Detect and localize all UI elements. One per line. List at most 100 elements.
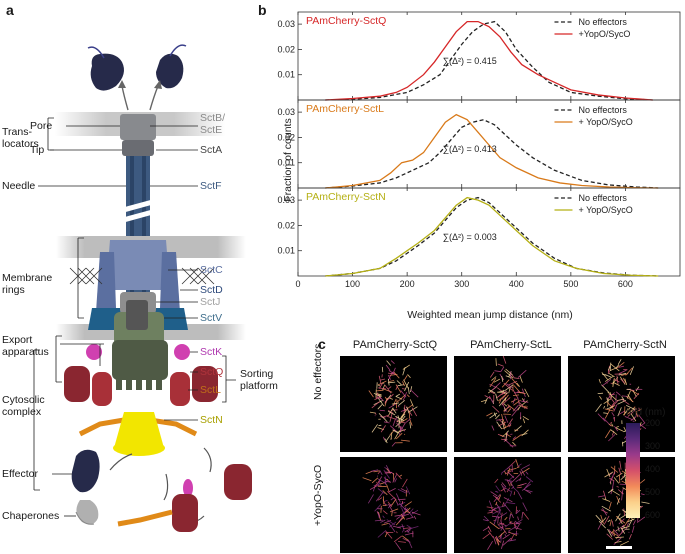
track-segment — [378, 375, 382, 385]
track-segment — [500, 487, 506, 492]
track-segment — [383, 499, 388, 503]
track-segment — [504, 479, 512, 482]
track-segment — [515, 509, 521, 515]
track-segment — [606, 397, 609, 402]
track-segment — [398, 503, 408, 512]
x-tick-label-1: 100 — [345, 279, 360, 289]
track-segment — [381, 366, 384, 373]
track-segment — [502, 537, 512, 546]
track-segment — [614, 425, 619, 432]
track-segment — [395, 393, 401, 397]
track-segment — [621, 480, 627, 484]
series-line-1-0 — [325, 119, 659, 189]
track-segment — [506, 467, 511, 476]
track-segment — [607, 366, 611, 371]
track-segment — [521, 464, 530, 470]
track-segment — [482, 526, 490, 532]
subplot-title-2: PAmCherry-SctN — [306, 191, 386, 203]
sctk-right — [174, 344, 190, 360]
track-segment — [630, 389, 640, 396]
track-segment — [609, 367, 616, 371]
track-segment — [386, 468, 391, 474]
subplot-title-1: PAmCherry-SctL — [306, 103, 384, 115]
track-segment — [377, 529, 387, 538]
track-segment — [508, 386, 511, 394]
track-segment — [401, 507, 406, 517]
track-segment — [389, 521, 397, 528]
track-segment — [508, 531, 518, 536]
y-tick-label-0-0: 0.01 — [277, 70, 295, 80]
track-segment — [392, 525, 402, 529]
track-segment — [517, 463, 522, 467]
track-segment — [404, 507, 411, 514]
track-segment — [384, 532, 388, 538]
track-segment — [519, 470, 523, 476]
track-segment — [391, 442, 396, 447]
track-segment — [616, 486, 619, 488]
track-segment — [610, 429, 618, 436]
track-segment — [385, 364, 391, 371]
track-segment — [613, 379, 620, 383]
track-segment — [393, 535, 403, 543]
colorbar-tick-500: 500 — [645, 487, 661, 497]
track-segment — [398, 541, 406, 543]
track-segment — [510, 522, 514, 525]
track-segment — [388, 488, 396, 493]
track-segment — [522, 415, 529, 421]
track-segment — [623, 508, 625, 516]
track-segment — [507, 418, 513, 427]
track-segment — [391, 402, 400, 405]
track-segment — [389, 374, 398, 376]
track-segment — [492, 536, 497, 545]
track-segment — [520, 467, 530, 474]
track-segment — [398, 429, 406, 433]
label-sctd: SctD — [200, 284, 223, 296]
track-segment — [382, 515, 385, 519]
track-segment — [621, 526, 630, 530]
track-segment — [377, 479, 381, 487]
track-segment — [376, 475, 379, 477]
track-segment — [606, 401, 615, 411]
track-segment — [615, 529, 618, 532]
track-segment — [639, 424, 647, 430]
track-segment — [379, 481, 386, 485]
track-segment — [374, 519, 383, 522]
track-segment — [511, 407, 520, 417]
track-segment — [597, 521, 603, 530]
track-segment — [395, 416, 404, 421]
label-needle: Needle — [2, 180, 36, 192]
track-segment — [392, 429, 399, 434]
y-tick-label-0-2: 0.03 — [277, 19, 295, 29]
track-segment — [517, 369, 527, 378]
track-segment — [387, 409, 394, 414]
x-tick-label-5: 500 — [563, 279, 578, 289]
colorbar-tick-600: 600 — [645, 510, 661, 520]
track-segment — [401, 508, 408, 518]
track-segment — [406, 394, 410, 398]
track-segment — [511, 486, 515, 490]
track-segment — [502, 419, 507, 429]
track-segment — [617, 516, 623, 525]
track-segment — [517, 405, 522, 411]
track-segment — [405, 417, 412, 423]
track-segment — [409, 399, 414, 407]
track-segment — [618, 410, 626, 416]
track-segment — [604, 429, 611, 439]
track-segment — [618, 518, 625, 525]
track-segment — [407, 508, 414, 516]
track-segment — [377, 488, 386, 495]
cell-image-sctq-yopo — [340, 457, 447, 553]
track-segment — [377, 471, 381, 475]
track-segment — [497, 505, 506, 509]
track-segment — [503, 498, 510, 507]
cell-image-sctq-no-effectors — [340, 356, 447, 452]
series-line-0-0 — [325, 20, 653, 101]
track-segment — [399, 474, 403, 477]
track-segment — [501, 483, 506, 493]
track-segment — [608, 423, 613, 427]
track-segment — [522, 418, 526, 424]
track-segment — [512, 405, 519, 412]
track-segment — [518, 391, 526, 395]
